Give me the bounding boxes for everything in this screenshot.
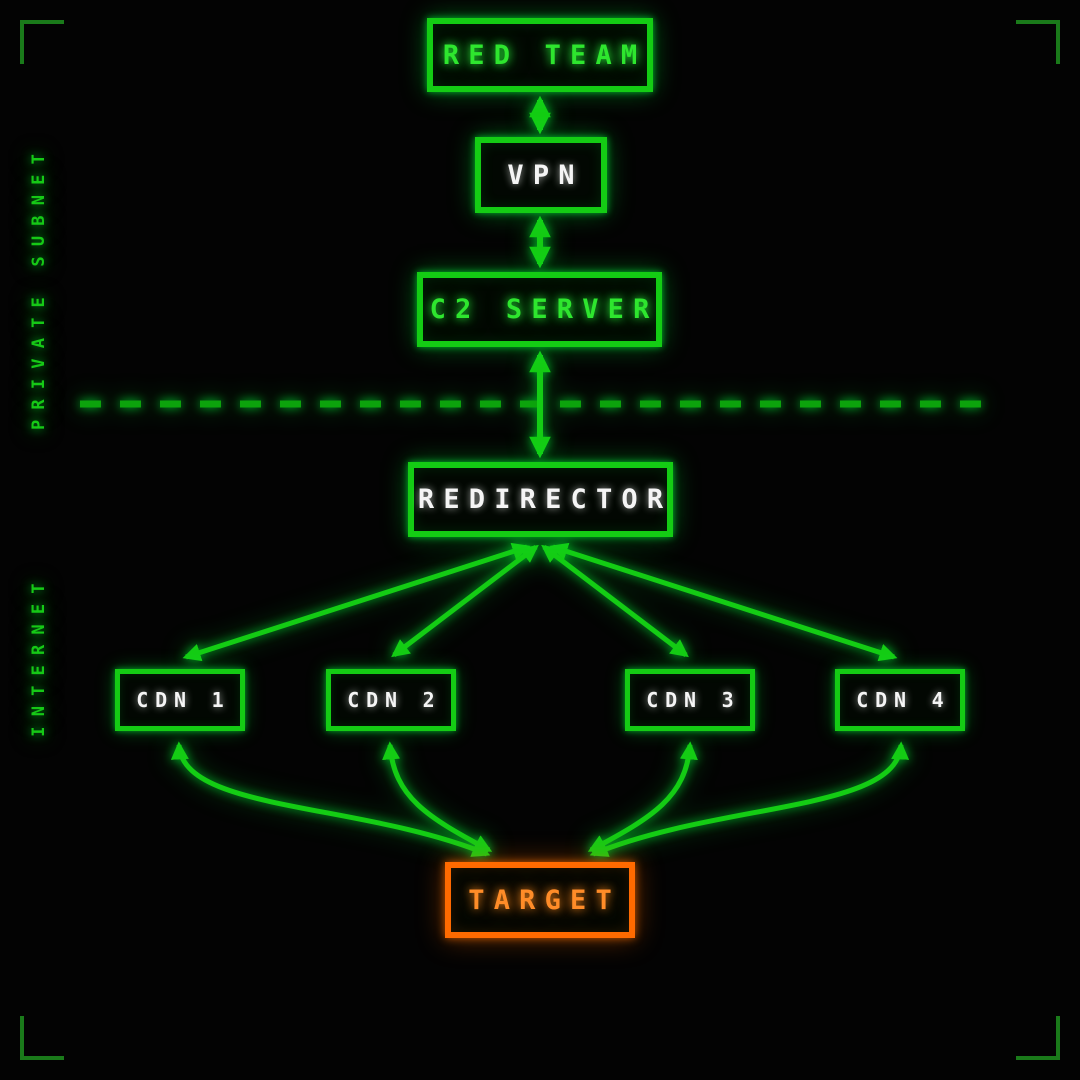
frame-corner-top-left-icon [20, 20, 64, 64]
node-vpn: VPN [475, 137, 607, 213]
frame-corner-bottom-left-icon [20, 1016, 64, 1060]
node-target: TARGET [445, 862, 635, 938]
node-c2-server-label: C2 SERVER [429, 294, 659, 325]
node-cdn-1: CDN 1 [115, 669, 245, 731]
node-cdn-1-label: CDN 1 [136, 688, 231, 712]
zone-label-private-subnet: PRIVATE SUBNET [29, 143, 49, 431]
node-vpn-label: VPN [507, 159, 584, 191]
edge-redirector-cdn4-arrow [549, 542, 898, 662]
edge-cdn4-target-arrow [589, 741, 910, 857]
node-cdn-3: CDN 3 [625, 669, 755, 731]
node-c2-server: C2 SERVER [417, 272, 662, 347]
frame-corner-bottom-right-icon [1016, 1016, 1060, 1060]
edge-redirector-cdn2-arrow [391, 544, 539, 658]
edge-redirector-cdn3-arrow [541, 544, 689, 658]
frame-corner-top-right-icon [1016, 20, 1060, 64]
edge-cdn1-target-arrow [170, 741, 491, 857]
node-cdn-2: CDN 2 [326, 669, 456, 731]
edge-redirector-cdn1-arrow [182, 542, 531, 662]
node-target-label: TARGET [468, 884, 621, 916]
node-redirector: REDIRECTOR [408, 462, 673, 537]
zone-label-internet: INTERNET [29, 573, 49, 737]
node-red-team-label: RED TEAM [442, 39, 647, 71]
node-redirector-label: REDIRECTOR [417, 484, 673, 515]
edge-cdn2-target-arrow [382, 741, 493, 853]
node-red-team: RED TEAM [427, 18, 653, 92]
node-cdn-3-label: CDN 3 [646, 688, 741, 712]
node-cdn-4-label: CDN 4 [856, 688, 951, 712]
node-cdn-2-label: CDN 2 [347, 688, 442, 712]
edge-cdn3-target-arrow [587, 741, 698, 853]
node-cdn-4: CDN 4 [835, 669, 965, 731]
